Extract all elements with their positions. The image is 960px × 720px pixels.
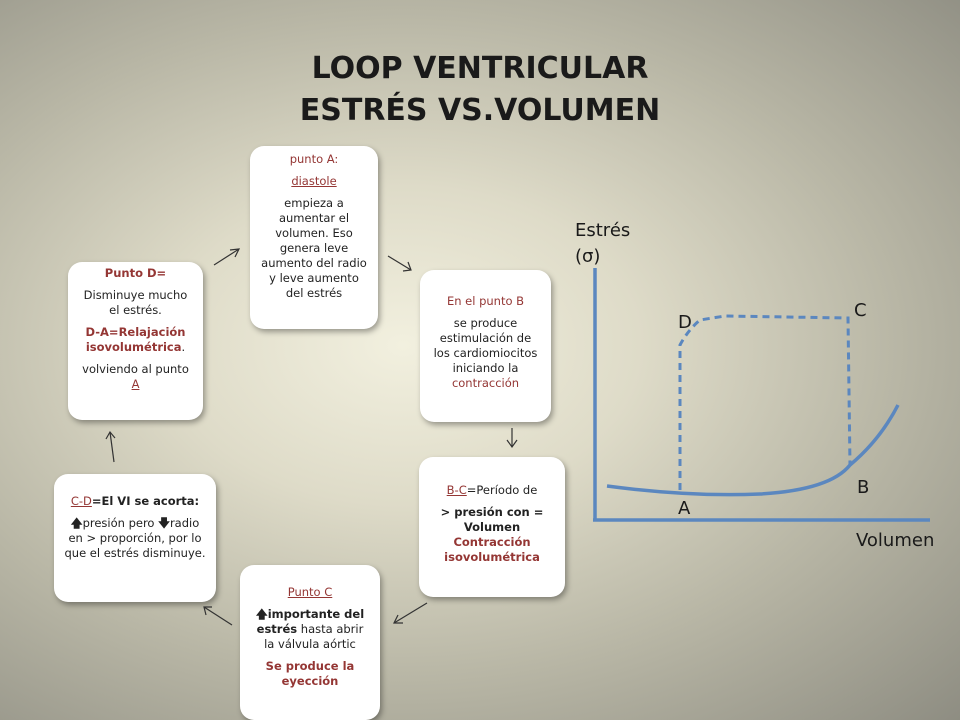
box-c-body-rest: hasta abrir la válvula aórtic [264, 622, 364, 651]
box-cd-body: 🡅presión pero 🡇radio en > proporción, po… [64, 516, 206, 561]
box-b-body1: se produce estimulación de los cardiomio… [433, 316, 538, 375]
y-axis-label-line1: Estrés [575, 220, 631, 241]
box-c-head: Punto C [287, 585, 333, 599]
title-line-2: ESTRÉS VS.VOLUMEN [299, 93, 661, 128]
box-b-body2: contracción [451, 376, 520, 390]
loop-dashed-path [678, 314, 852, 490]
box-d-body2: D-A=Relajación isovolumétrica. [78, 325, 193, 355]
arrow-up-icon: 🡅 [70, 516, 83, 530]
box-b-body: se produce estimulación de los cardiomio… [430, 316, 541, 391]
box-cd-t2: radio en > proporción, por lo que el est… [64, 516, 206, 560]
chart-axes [593, 268, 930, 522]
box-cd-head-rest: =El VI se acorta: [91, 494, 200, 508]
y-axis-label-line2: (σ) [575, 246, 601, 267]
box-punto-b: En el punto B se produce estimulación de… [420, 270, 551, 422]
box-bc-head: B-C=Período de [429, 483, 555, 498]
point-label-d: D [678, 312, 692, 333]
box-a-head2: diastole [291, 174, 337, 188]
arrow-a-to-b-icon [387, 255, 412, 272]
y-axis-label: Estrés (σ) [575, 218, 630, 270]
arrow-up-icon: 🡅 [255, 607, 268, 621]
arrow-c-to-cd-icon [203, 606, 233, 626]
box-cd-head-u: C-D [70, 494, 92, 508]
passive-filling-curve [606, 404, 900, 497]
box-a-body: empieza a aumentar el volumen. Eso gener… [261, 196, 367, 300]
box-d-head: Punto D= [104, 266, 167, 280]
box-d-body1: Disminuye mucho el estrés. [83, 288, 188, 317]
box-c-body2: Se produce la eyección [265, 659, 355, 688]
box-bc-body1: > presión con = Volumen [440, 505, 544, 534]
arrow-bc-to-c-icon [393, 602, 428, 624]
box-d-body2-end: . [181, 340, 186, 354]
box-d-body3: volviendo al punto A [78, 362, 193, 392]
box-punto-d: Punto D= Disminuye mucho el estrés. D-A=… [68, 262, 203, 420]
box-a-head1: punto A: [289, 152, 339, 166]
box-bc-head-rest: =Período de [466, 483, 538, 497]
slide-title: LOOP VENTRICULAR ESTRÉS VS.VOLUMEN [200, 48, 760, 132]
box-cd-t1: presión pero [82, 516, 159, 530]
box-d-body3-text: volviendo al punto [82, 362, 189, 376]
box-bc-head-u: B-C [446, 483, 467, 497]
box-cd-head: C-D=El VI se acorta: [64, 494, 206, 509]
box-c-d: C-D=El VI se acorta: 🡅presión pero 🡇radi… [54, 474, 216, 602]
box-c-body-bold: importante del estrés [256, 607, 365, 636]
box-punto-c: Punto C 🡅importante del estrés hasta abr… [240, 565, 380, 720]
box-bc-body2: Contracción isovolumétrica [444, 535, 540, 564]
box-b-head: En el punto B [446, 294, 525, 308]
box-c-body: 🡅importante del estrés hasta abrir la vá… [250, 607, 370, 652]
box-d-body2-text: D-A=Relajación isovolumétrica [85, 325, 186, 354]
arrow-d-to-a-icon [213, 248, 241, 266]
box-b-c: B-C=Período de > presión con = Volumen C… [419, 457, 565, 597]
x-axis-label: Volumen [856, 530, 935, 551]
point-label-c: C [854, 300, 867, 321]
arrow-down-icon: 🡇 [158, 516, 170, 530]
arrow-b-to-bc-icon [506, 428, 518, 449]
point-label-b: B [857, 477, 870, 498]
point-label-a: A [678, 498, 691, 519]
box-d-body3-link: A [131, 377, 140, 391]
title-line-1: LOOP VENTRICULAR [311, 51, 649, 86]
arrow-cd-to-d-icon [105, 430, 116, 463]
box-punto-a: punto A: diastole empieza a aumentar el … [250, 146, 378, 329]
